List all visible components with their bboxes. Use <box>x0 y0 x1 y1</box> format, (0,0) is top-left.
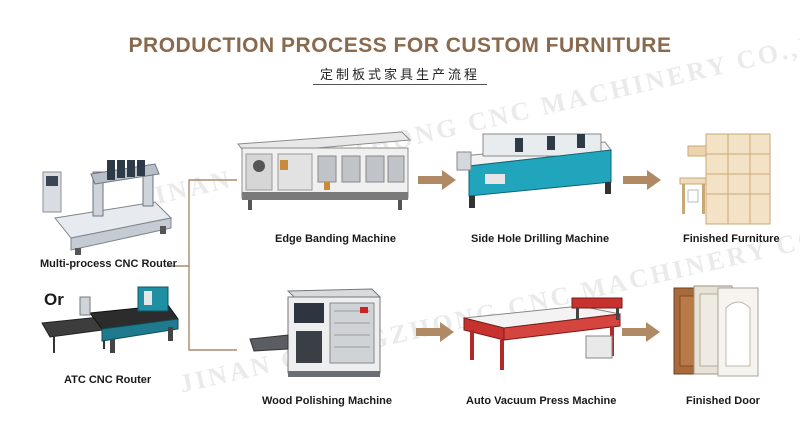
side-hole-drilling-machine-label: Side Hole Drilling Machine <box>471 233 610 245</box>
edge-banding-machine-image <box>237 131 412 210</box>
multi-process-cnc-router-label: Multi-process CNC Router <box>40 258 177 270</box>
or-text: Or <box>44 290 64 309</box>
subtitle-divider <box>313 84 487 85</box>
side-hole-drilling-machine-image <box>456 133 612 208</box>
finished-door-image <box>673 285 759 377</box>
auto-vacuum-press-machine-image <box>463 297 623 370</box>
finished-furniture-label: Finished Furniture <box>683 233 780 245</box>
wood-polishing-machine-label: Wood Polishing Machine <box>262 395 392 407</box>
atc-cnc-router-image <box>41 286 179 353</box>
arrow-right-icon <box>623 170 661 190</box>
branch-connector <box>167 179 237 351</box>
page-subtitle: 定制板式家具生产流程 <box>319 68 480 83</box>
edge-banding-machine-label: Edge Banding Machine <box>275 233 397 245</box>
arrow-right-icon <box>416 322 454 342</box>
finished-furniture-image <box>679 133 771 225</box>
auto-vacuum-press-machine-label: Auto Vacuum Press Machine <box>466 395 617 407</box>
arrow-right-icon <box>418 170 456 190</box>
page-title: PRODUCTION PROCESS FOR CUSTOM FURNITURE <box>128 34 672 57</box>
finished-door-label: Finished Door <box>686 395 760 407</box>
multi-process-cnc-router-image <box>42 160 173 255</box>
wood-polishing-machine-image <box>249 288 382 377</box>
arrow-right-icon <box>622 322 660 342</box>
atc-cnc-router-label: ATC CNC Router <box>64 374 152 386</box>
